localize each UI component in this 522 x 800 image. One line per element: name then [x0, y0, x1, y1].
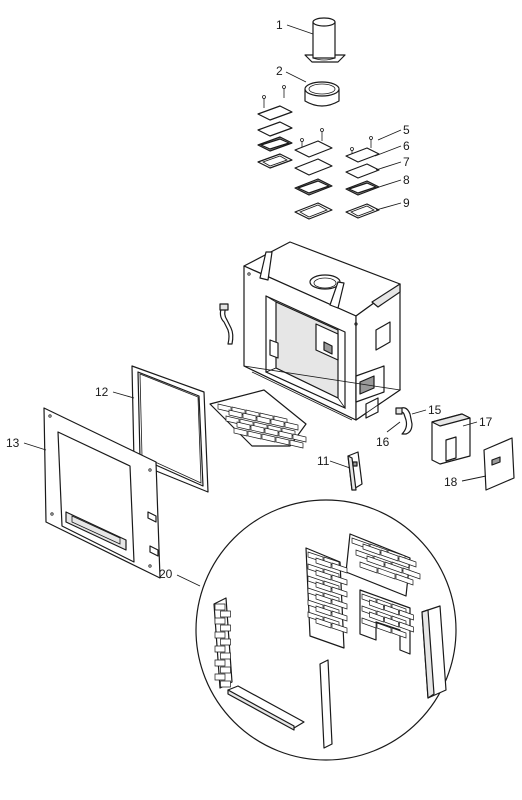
part-2-collar-ring [304, 81, 340, 107]
kit-rear-brick [384, 616, 399, 628]
kit-strip-brick [220, 624, 231, 632]
callout-16: 16 [376, 435, 390, 449]
leader-lines [23, 24, 487, 587]
kit-strip-brick [214, 645, 226, 653]
kit-rear-brick [391, 627, 407, 639]
kit-back-brick [380, 549, 399, 562]
side-handle-left [219, 303, 234, 345]
callout-18: 18 [444, 475, 458, 489]
floor-brick [292, 433, 307, 443]
callout-12: 12 [95, 385, 109, 399]
kit-rear-brick [376, 622, 392, 634]
floor-brick [233, 427, 248, 437]
callout-17: 17 [479, 415, 493, 429]
kit-rear-brick [399, 609, 414, 621]
kit-back-brick [366, 555, 385, 568]
callout-11: 11 [317, 454, 330, 468]
kit-rear-brick [361, 617, 377, 629]
kit-back-brick [402, 567, 421, 580]
floor-brick [264, 427, 279, 437]
floor-brick-panel [209, 389, 307, 449]
kit-side-brick [331, 598, 348, 610]
kit-back-brick [359, 561, 378, 574]
callout-15: 15 [428, 403, 442, 417]
kit-back-brick [362, 543, 381, 556]
kit-strip-brick [220, 652, 231, 660]
kit-back-brick [377, 567, 396, 580]
kit-rear-brick [369, 611, 384, 623]
callout-8: 8 [403, 173, 410, 187]
kit-strip-brick [214, 673, 226, 681]
plate-stack-middle [294, 128, 333, 220]
floor-brick [250, 424, 265, 434]
callout-13: 13 [6, 436, 20, 450]
kit-strip-brick [214, 603, 226, 611]
floor-brick [261, 433, 276, 443]
callout-1: 1 [276, 18, 283, 32]
part-17-baffle [431, 413, 471, 465]
kit-side-brick [331, 574, 348, 586]
kit-side-brick [315, 605, 332, 617]
floor-brick [236, 421, 251, 431]
part-13-front-frame [43, 407, 161, 579]
callout-5: 5 [403, 123, 410, 137]
kit-side-brick [315, 557, 332, 569]
kit-rear-brick [384, 604, 399, 616]
callout-7: 7 [403, 155, 410, 169]
firebox-body [243, 241, 402, 421]
floor-brick [256, 415, 271, 425]
part-1-flue-pipe [304, 17, 346, 63]
floor-brick [278, 430, 293, 440]
callout-2: 2 [276, 64, 283, 78]
kit-rear-brick [399, 621, 414, 633]
kit-side-brick [331, 610, 348, 622]
kit-side-brick [315, 593, 332, 605]
floor-brick [275, 436, 290, 446]
kit-rear-brick [369, 599, 384, 611]
kit-side-brick [315, 581, 332, 593]
callout-9: 9 [403, 196, 410, 210]
floor-brick [270, 418, 285, 428]
kit-strip-brick [220, 638, 231, 646]
part-20-brick-kit [195, 499, 457, 761]
kit-strip-brick [214, 617, 226, 625]
kit-side-brick [315, 617, 332, 629]
callout-6: 6 [403, 139, 410, 153]
floor-brick [284, 421, 299, 431]
part-18-side-plate [483, 437, 515, 491]
kit-strip-brick [214, 659, 226, 667]
floor-brick [247, 430, 262, 440]
part-11-bracket [347, 451, 363, 491]
kit-back-brick [395, 573, 414, 586]
floor-brick [228, 409, 243, 419]
kit-strip-brick [220, 680, 231, 688]
callout-labels: 1 2 5 6 7 8 9 11 12 13 15 16 17 18 20 [6, 18, 493, 581]
kit-side-brick [331, 586, 348, 598]
kit-side-brick [331, 562, 348, 574]
floor-brick [289, 439, 304, 449]
kit-strip-brick [220, 666, 231, 674]
callout-20: 20 [159, 567, 173, 581]
kit-back-brick [384, 561, 403, 574]
part-15-handle [395, 407, 413, 435]
kit-strip-brick [220, 610, 231, 618]
kit-strip-brick [214, 631, 226, 639]
kit-side-brick [331, 622, 348, 634]
plate-stack-right [345, 136, 380, 219]
plate-stack-left [257, 85, 293, 169]
floor-brick [242, 412, 257, 422]
kit-back-brick [398, 555, 417, 568]
kit-side-brick [315, 569, 332, 581]
